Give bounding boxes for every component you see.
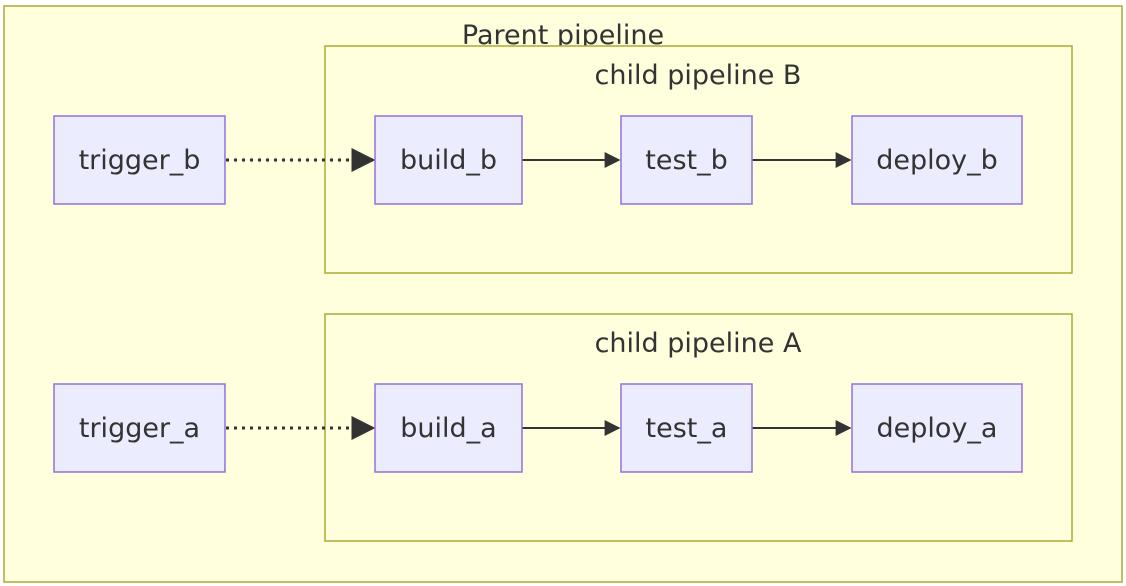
node-build-b[interactable]: build_b	[374, 115, 523, 205]
node-label: trigger_b	[79, 145, 201, 176]
node-test-b[interactable]: test_b	[620, 115, 753, 205]
node-box	[620, 115, 753, 205]
node-label: test_b	[645, 145, 728, 176]
node-box	[53, 383, 226, 473]
node-label: deploy_a	[877, 413, 998, 444]
node-box	[620, 383, 753, 473]
node-deploy-b[interactable]: deploy_b	[851, 115, 1023, 205]
node-trigger-b[interactable]: trigger_b	[53, 115, 226, 205]
node-label: trigger_a	[79, 413, 200, 444]
node-label: build_b	[400, 145, 497, 176]
node-box	[374, 383, 523, 473]
node-label: build_a	[400, 413, 496, 444]
node-deploy-a[interactable]: deploy_a	[851, 383, 1023, 473]
node-label: test_a	[646, 413, 728, 444]
cluster-child-b-title: child pipeline B	[595, 60, 802, 91]
node-label: deploy_b	[876, 145, 998, 176]
node-trigger-a[interactable]: trigger_a	[53, 383, 226, 473]
node-test-a[interactable]: test_a	[620, 383, 753, 473]
cluster-child-a-title: child pipeline A	[595, 328, 802, 359]
node-box	[374, 115, 523, 205]
node-box	[851, 115, 1023, 205]
node-box	[851, 383, 1023, 473]
node-box	[53, 115, 226, 205]
node-build-a[interactable]: build_a	[374, 383, 523, 473]
